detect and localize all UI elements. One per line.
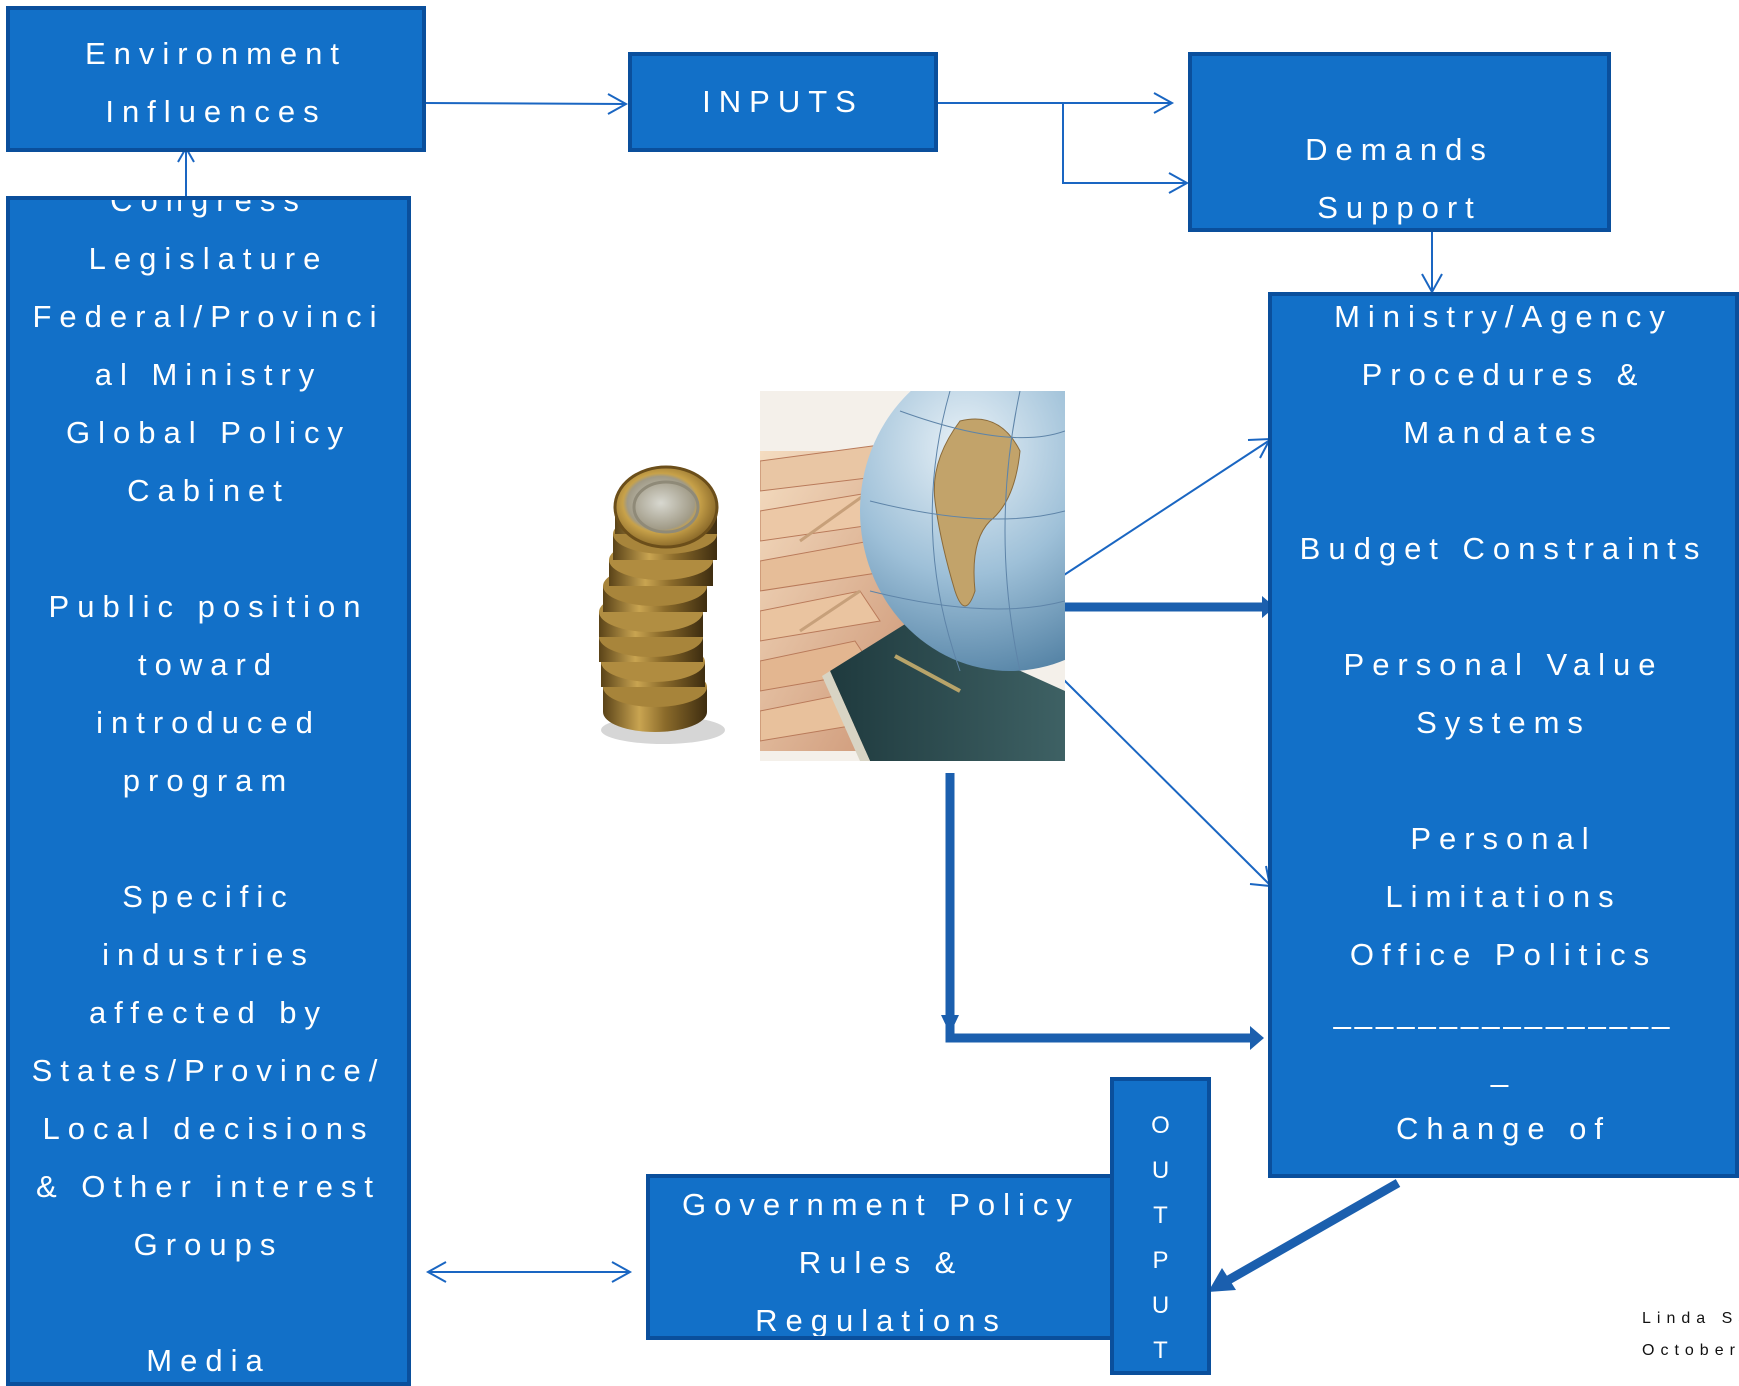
influence-industries: industries	[102, 937, 315, 972]
influence-cabinet: Cabinet	[127, 473, 290, 508]
environment-line-1: Environment	[84, 36, 348, 71]
government-policy-label: Government Policy	[682, 1187, 1080, 1222]
influence-program: program	[122, 763, 295, 798]
government-policy-box: Government Policy Rules & Regulations	[646, 1174, 1116, 1340]
globe-passport-photo	[760, 391, 1065, 761]
influence-global-policy: Global Policy	[66, 415, 351, 450]
output-letter: T	[1153, 1202, 1168, 1229]
ministry-agency-box: Ministry/Agency Procedures & Mandates Bu…	[1268, 292, 1739, 1178]
influence-states-province: States/Province/	[31, 1053, 386, 1088]
coin-pile	[599, 465, 719, 732]
arrow-inputs-to-support	[1062, 103, 1187, 184]
influence-introduced: introduced	[96, 705, 321, 740]
influence-groups: Groups	[133, 1227, 284, 1262]
rules-label: Rules &	[798, 1245, 964, 1280]
output-letter: U	[1151, 1157, 1170, 1184]
limitations-label: Limitations	[1385, 879, 1622, 914]
influence-media: Media	[146, 1343, 271, 1378]
influence-gap	[10, 1274, 407, 1332]
environment-influences-box: Environment Influences	[6, 6, 426, 152]
personal-value-label: Personal Value	[1343, 647, 1664, 682]
output-letter: T	[1153, 1337, 1168, 1364]
coin-stack-image	[599, 465, 725, 744]
influence-local-decisions: Local decisions	[42, 1111, 375, 1146]
environment-line-2: Influences	[105, 94, 327, 129]
inputs-box: INPUTS	[628, 52, 938, 152]
influence-congress: Congress	[110, 196, 307, 218]
ministry-gap	[1272, 752, 1735, 810]
globe	[860, 391, 1065, 672]
output-box: O U T P U T	[1110, 1077, 1211, 1375]
support-label: Support	[1317, 190, 1482, 225]
arrow-image-to-procedures	[1063, 439, 1271, 576]
mandates-label: Mandates	[1403, 415, 1604, 450]
arrow-image-to-limitations	[1063, 679, 1271, 886]
change-of-label: Change of	[1395, 1111, 1612, 1146]
commands-label: Commands	[1272, 1158, 1735, 1174]
influence-federal-provinci: Federal/Provinci	[32, 299, 385, 334]
inputs-label: INPUTS	[702, 84, 864, 119]
budget-constraints-label: Budget Constraints	[1299, 531, 1708, 566]
ministry-agency-label: Ministry/Agency	[1334, 299, 1673, 334]
regulations-label: Regulations	[755, 1303, 1007, 1338]
influence-other-interest: & Other interest	[35, 1169, 382, 1204]
output-letter: P	[1152, 1247, 1169, 1274]
office-politics-label: Office Politics	[1349, 937, 1658, 972]
output-letter: U	[1151, 1292, 1170, 1319]
passport	[822, 621, 1065, 761]
date-credit: October	[1642, 1342, 1739, 1359]
demands-label: Demands	[1305, 132, 1494, 167]
influence-gap	[10, 810, 407, 868]
arrow-image-to-personal	[945, 773, 1254, 1043]
influences-box: Congress Legislature Federal/Provinci al…	[6, 196, 411, 1386]
output-letter: O	[1151, 1112, 1170, 1139]
influence-specific: Specific	[122, 879, 295, 914]
systems-label: Systems	[1416, 705, 1591, 740]
influence-toward: toward	[137, 647, 280, 682]
author-credit: Linda Sa	[1642, 1310, 1739, 1327]
ministry-gap	[1272, 578, 1735, 636]
influence-legislature: Legislature	[88, 241, 329, 276]
influence-al-ministry: al Ministry	[94, 357, 323, 392]
divider-underscores: ________________	[1333, 995, 1674, 1030]
divider-underscore-end: _	[1490, 1053, 1517, 1088]
arrow-environment-to-inputs	[423, 102, 626, 105]
influence-affected-by: affected by	[88, 995, 329, 1030]
arrow-ministry-to-output	[1222, 1179, 1401, 1286]
demands-support-box: Demands Support	[1188, 52, 1611, 232]
ministry-gap	[1272, 462, 1735, 520]
influence-gap	[10, 520, 407, 578]
procedures-label: Procedures &	[1361, 357, 1646, 392]
influence-public-position: Public position	[48, 589, 369, 624]
personal-label: Personal	[1410, 821, 1597, 856]
